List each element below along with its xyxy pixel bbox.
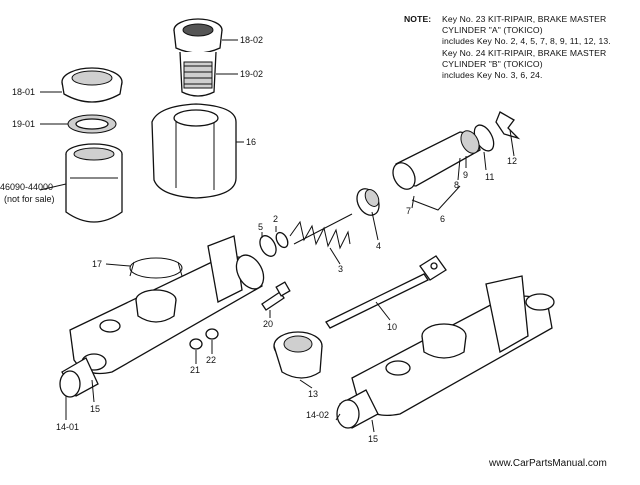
- clip-17: [129, 257, 183, 279]
- label-2: 2: [273, 214, 278, 224]
- label-18-02: 18-02: [240, 35, 263, 45]
- label-3: 3: [338, 264, 343, 274]
- label-20: 20: [263, 319, 273, 329]
- cylinder-body-a: [69, 235, 265, 375]
- label-21: 21: [190, 365, 200, 375]
- push-rod-10: [325, 255, 447, 329]
- label-15-b: 15: [368, 434, 378, 444]
- label-19-02: 19-02: [240, 69, 263, 79]
- note-line-3: includes Key No. 2, 4, 5, 7, 8, 9, 11, 1…: [442, 36, 611, 47]
- retainer-5-2: [259, 231, 289, 257]
- strainer-b: [179, 51, 217, 97]
- note-heading: NOTE:: [404, 14, 432, 24]
- note-line-1: Key No. 23 KIT-RIPAIR, BRAKE MASTER: [442, 14, 607, 24]
- reservoir-a: [65, 143, 123, 223]
- label-16: 16: [246, 137, 256, 147]
- label-7: 7: [406, 206, 411, 216]
- piston-assembly-6: [392, 130, 481, 190]
- label-46090-44000: 46090-44000: [0, 182, 53, 192]
- end-plug-14-01: [59, 353, 107, 398]
- label-6: 6: [440, 214, 445, 224]
- cup-4: [356, 188, 380, 216]
- label-5: 5: [258, 222, 263, 232]
- note-line-5: CYLINDER "B" (TOKICO): [442, 58, 543, 69]
- boot-13: [273, 331, 323, 379]
- label-14-01: 14-01: [56, 422, 79, 432]
- seal-12: [495, 111, 521, 140]
- label-4: 4: [376, 241, 381, 251]
- reservoir-b: [151, 103, 237, 199]
- strainer-a: [67, 114, 117, 134]
- label-13: 13: [308, 389, 318, 399]
- site-watermark: www.CarPartsManual.com: [489, 458, 607, 469]
- leader-lines: [39, 39, 515, 433]
- label-9: 9: [463, 170, 468, 180]
- cylinder-body-b: [351, 275, 555, 417]
- note-line-6: includes Key No. 3, 6, 24.: [442, 70, 543, 81]
- label-15-a: 15: [90, 404, 100, 414]
- note-line-4: Key No. 24 KIT-RIPAIR, BRAKE MASTER: [442, 47, 607, 58]
- spring-3: [289, 213, 353, 250]
- note-line-2: CYLINDER "A" (TOKICO): [442, 25, 543, 36]
- label-14-02: 14-02: [306, 410, 329, 420]
- bolt-20: [261, 281, 291, 311]
- washers-21-22: [189, 328, 219, 350]
- label-10: 10: [387, 322, 397, 332]
- reservoir-cap-b: [173, 18, 223, 54]
- label-18-01: 18-01: [12, 87, 35, 97]
- label-17: 17: [92, 259, 102, 269]
- end-plug-14-02: [336, 389, 379, 429]
- reservoir-cap-a: [61, 67, 123, 103]
- label-11: 11: [485, 172, 494, 182]
- label-19-01: 19-01: [12, 119, 35, 129]
- label-12: 12: [507, 156, 517, 166]
- label-8: 8: [454, 180, 459, 190]
- label-22: 22: [206, 355, 216, 365]
- label-not-for-sale: (not for sale): [4, 194, 55, 204]
- parts-note: NOTE: Key No. 23 KIT-RIPAIR, BRAKE MASTER…: [404, 14, 638, 81]
